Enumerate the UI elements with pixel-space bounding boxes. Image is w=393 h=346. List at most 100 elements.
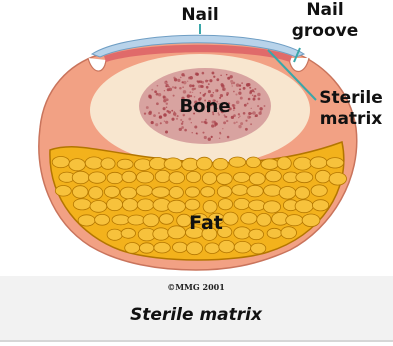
fat-lobule (234, 241, 251, 253)
fat-lobule (69, 159, 86, 171)
fat-lobule (329, 173, 346, 186)
bone-speckle (258, 98, 261, 101)
bone-speckle (219, 132, 221, 134)
bone-speckle (173, 112, 176, 115)
bone-speckle (195, 72, 198, 75)
fat-lobule (168, 226, 186, 239)
fat-lobule (295, 200, 313, 213)
fat-lobule (72, 186, 88, 198)
fat-lobule (117, 159, 133, 169)
bone-speckle (166, 107, 168, 109)
bone-speckle (249, 87, 251, 89)
fat-lobule (169, 172, 185, 184)
nail-groove-label-line1: Nail (306, 0, 343, 20)
bone-speckle (236, 83, 240, 87)
bone-speckle (251, 108, 252, 109)
bone-speckle (181, 73, 184, 76)
bone-speckle (214, 121, 216, 123)
bone-speckle (250, 90, 253, 93)
fat-lobule (286, 215, 303, 226)
bone-speckle (238, 125, 241, 128)
bone-speckle (206, 86, 209, 89)
bone-speckle (227, 77, 230, 80)
fat-lobule (315, 170, 330, 183)
bone-speckle (157, 85, 159, 87)
fat-lobule (112, 215, 130, 225)
fat-lobule (266, 170, 282, 181)
bone-speckle (177, 115, 179, 117)
fat-lobule (311, 185, 327, 197)
fat-lobule (263, 201, 280, 213)
fat-lobule (218, 199, 232, 210)
bone-speckle (153, 114, 156, 117)
fat-lobule (72, 171, 89, 184)
fat-lobule (90, 201, 107, 213)
bone-speckle (167, 88, 170, 91)
fat-lobule (201, 187, 215, 197)
bone-speckle (177, 79, 180, 82)
bone-speckle (204, 136, 207, 139)
bone-speckle (257, 105, 259, 107)
fat-lobule (152, 187, 170, 198)
bone-speckle (201, 85, 204, 88)
bone-speckle (182, 81, 184, 83)
bone-speckle (176, 118, 178, 120)
nail-groove-label-line2: groove (292, 21, 359, 41)
bone-speckle (168, 86, 169, 87)
bone-speckle (174, 78, 177, 81)
fat-lobule (277, 157, 291, 170)
fat-lobule (107, 198, 123, 211)
bone-speckle (223, 121, 226, 124)
bone-speckle (144, 112, 146, 114)
bone-speckle (252, 95, 254, 97)
fat-lobule (136, 185, 152, 196)
bone-speckle (173, 95, 175, 97)
bone-speckle (165, 86, 167, 88)
bone-speckle (250, 123, 252, 125)
fat-lobule (246, 157, 260, 168)
fat-lobule (302, 214, 320, 227)
bone-speckle (213, 92, 214, 93)
bone-speckle (201, 121, 203, 123)
nail-label: Nail (181, 5, 218, 25)
bone-speckle (258, 112, 261, 115)
fat-lobule (159, 214, 173, 225)
fat-lobule (294, 157, 312, 170)
bone-speckle (205, 119, 207, 121)
fat-lobule (186, 171, 200, 182)
bone-speckle (214, 125, 216, 127)
bone-speckle (239, 89, 241, 91)
fat-lobule (89, 187, 103, 200)
bone-speckle (180, 77, 182, 79)
bone-speckle (174, 111, 176, 113)
fat-lobule (326, 158, 343, 168)
fat-lobule (107, 229, 122, 240)
bone-speckle (163, 99, 166, 102)
bone-speckle (252, 111, 256, 115)
bone-speckle (166, 98, 169, 101)
bone-speckle (222, 128, 223, 129)
bone-speckle (240, 122, 243, 125)
fat-lobule (202, 172, 216, 184)
fat-lobule (234, 227, 251, 239)
bone-speckle (238, 92, 241, 95)
fat-lobule (169, 187, 183, 199)
bone-speckle (160, 122, 162, 124)
bone-speckle (148, 95, 151, 98)
bone-speckle (151, 121, 154, 124)
bone-speckle (233, 122, 235, 124)
fat-lobule (234, 198, 250, 209)
fat-lobule (134, 159, 151, 171)
bone-speckle (187, 81, 188, 82)
bone-speckle (208, 137, 211, 140)
bone-speckle (146, 106, 149, 109)
bone-speckle (248, 112, 251, 115)
fat-lobule (249, 173, 265, 185)
bone-speckle (207, 80, 208, 81)
fat-lobule (55, 186, 71, 197)
fat-label: Fat (189, 212, 223, 234)
fat-lobule (267, 228, 282, 238)
bone-speckle (172, 86, 174, 88)
bone-speckle (168, 111, 171, 114)
bone-speckle (233, 109, 235, 111)
